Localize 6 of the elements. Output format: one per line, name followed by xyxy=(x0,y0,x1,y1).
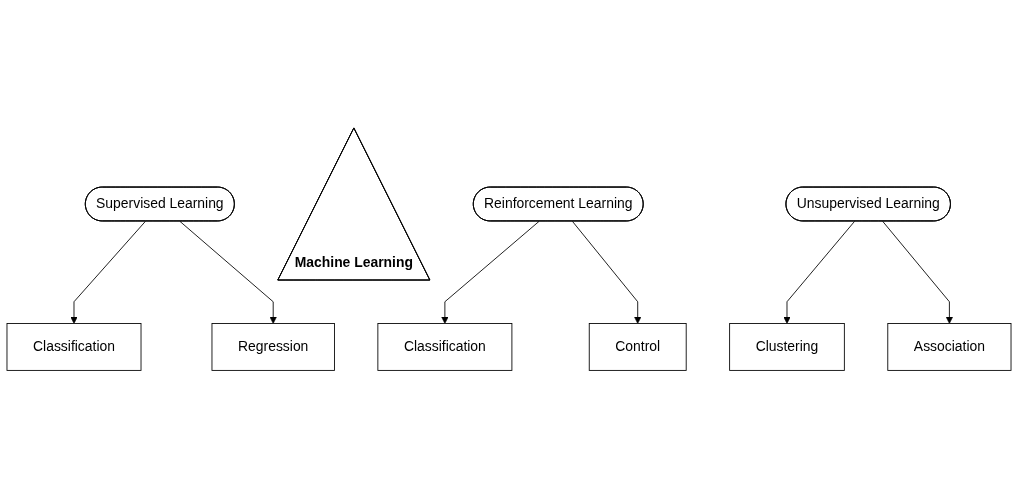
node-box: Classification xyxy=(377,323,513,372)
node-box: Control xyxy=(588,323,687,372)
node-box: Regression xyxy=(211,323,335,372)
node-box: Clustering xyxy=(729,323,845,372)
node-box: Classification xyxy=(6,323,142,372)
node-box: Association xyxy=(887,323,1012,372)
